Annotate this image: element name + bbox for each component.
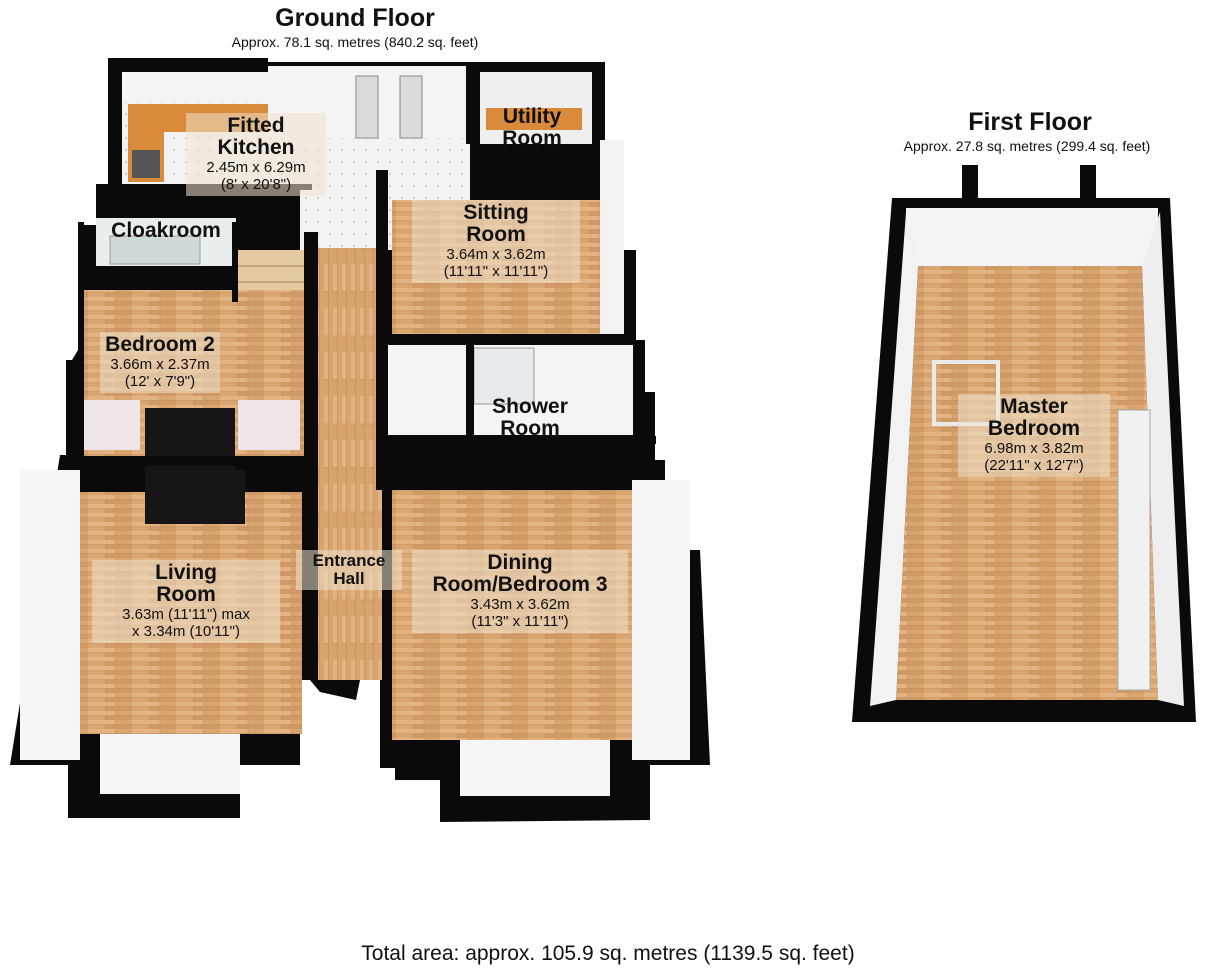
- room-name: Room: [502, 127, 562, 151]
- room-dimensions: (12' x 7'9"): [124, 373, 196, 391]
- room-name: Entrance: [312, 551, 386, 570]
- ground-floor-area: Approx. 78.1 sq. metres (840.2 sq. feet): [231, 34, 479, 50]
- room-dimensions: 3.66m x 2.37m: [110, 356, 210, 374]
- rear-door-left: [355, 75, 379, 139]
- room-dimensions: (8' x 20'8"): [220, 176, 292, 194]
- room-name: Kitchen: [217, 136, 295, 160]
- room-label-shower-room: Shower Room: [478, 395, 582, 441]
- room-label-fitted-kitchen: Fitted Kitchen 2.45m x 6.29m (8' x 20'8"…: [186, 113, 326, 196]
- utility-worktop: [486, 108, 582, 130]
- room-dimensions: x 3.34m (10'11"): [132, 623, 240, 641]
- room-name: Cloakroom: [111, 219, 221, 242]
- room-label-living-room: Living Room 3.63m (11'11") max x 3.34m (…: [92, 560, 280, 643]
- room-label-entrance-hall: Entrance Hall: [296, 550, 402, 590]
- first-floor-wall-face-right: [1142, 212, 1184, 706]
- first-floor-wall-face-back: [906, 208, 1158, 268]
- room-dimensions: (22'11" x 12'7"): [984, 457, 1084, 475]
- master-bedroom-floor: [896, 266, 1158, 700]
- dining-room-bay: [460, 740, 610, 796]
- entrance-hall-floor: [318, 248, 382, 680]
- room-dimensions: 3.63m (11'11") max: [122, 606, 250, 624]
- room-name: Shower: [492, 395, 568, 418]
- first-floor-wall-face-left: [870, 212, 918, 706]
- room-dimensions: 3.64m x 3.62m: [446, 246, 546, 264]
- hob: [132, 150, 160, 178]
- room-name: Fitted: [227, 114, 285, 137]
- shower-tray-cloakroom: [109, 235, 201, 265]
- chimney-breast: [145, 470, 245, 524]
- room-name: Bedroom: [987, 417, 1081, 441]
- bedroom-2-wardrobe-left: [80, 400, 140, 450]
- living-room-bay: [100, 734, 240, 794]
- room-name: Room/Bedroom 3: [432, 573, 608, 597]
- total-area: Total area: approx. 105.9 sq. metres (11…: [361, 942, 855, 965]
- ground-floor-plan: [10, 58, 710, 822]
- room-name: Bedroom 2: [105, 333, 215, 356]
- room-name: Sitting: [463, 201, 529, 224]
- room-name: Room: [466, 223, 526, 247]
- room-dimensions: 6.98m x 3.82m: [984, 440, 1084, 458]
- room-label-sitting-room: Sitting Room 3.64m x 3.62m (11'11" x 11'…: [412, 200, 580, 283]
- room-name: Room: [500, 417, 560, 441]
- room-dimensions: 3.43m x 3.62m: [470, 596, 570, 614]
- room-label-bedroom-2: Bedroom 2 3.66m x 2.37m (12' x 7'9"): [100, 332, 220, 393]
- room-name: Dining: [487, 551, 553, 574]
- shower-enclosure: [473, 347, 535, 405]
- dining-room-wall-face: [632, 480, 690, 760]
- first-floor-title: First Floor: [968, 108, 1092, 136]
- room-dimensions: (11'3" x 11'11"): [471, 613, 569, 631]
- rear-door-right: [399, 75, 423, 139]
- room-name: Hall: [333, 568, 365, 588]
- room-label-cloakroom: Cloakroom: [98, 219, 234, 242]
- room-label-utility-room: Utility Room: [488, 105, 576, 151]
- room-name: Master: [1000, 395, 1068, 418]
- room-label-dining-room-bedroom-3: Dining Room/Bedroom 3 3.43m x 3.62m (11'…: [412, 550, 628, 633]
- living-room-wall-face: [20, 470, 80, 760]
- room-name: Living: [155, 561, 217, 584]
- room-name: Room: [156, 583, 216, 607]
- room-dimensions: 2.45m x 6.29m: [206, 159, 306, 177]
- built-in-wardrobe: [1117, 409, 1151, 691]
- room-label-master-bedroom: Master Bedroom 6.98m x 3.82m (22'11" x 1…: [958, 394, 1110, 477]
- first-floor-area: Approx. 27.8 sq. metres (299.4 sq. feet): [903, 138, 1151, 154]
- bedroom-2-wardrobe-right: [238, 400, 300, 450]
- room-name: Utility: [502, 105, 562, 128]
- sitting-room-wall-face: [600, 140, 624, 334]
- ground-floor-title: Ground Floor: [275, 4, 435, 32]
- room-dimensions: (11'11" x 11'11"): [443, 263, 549, 281]
